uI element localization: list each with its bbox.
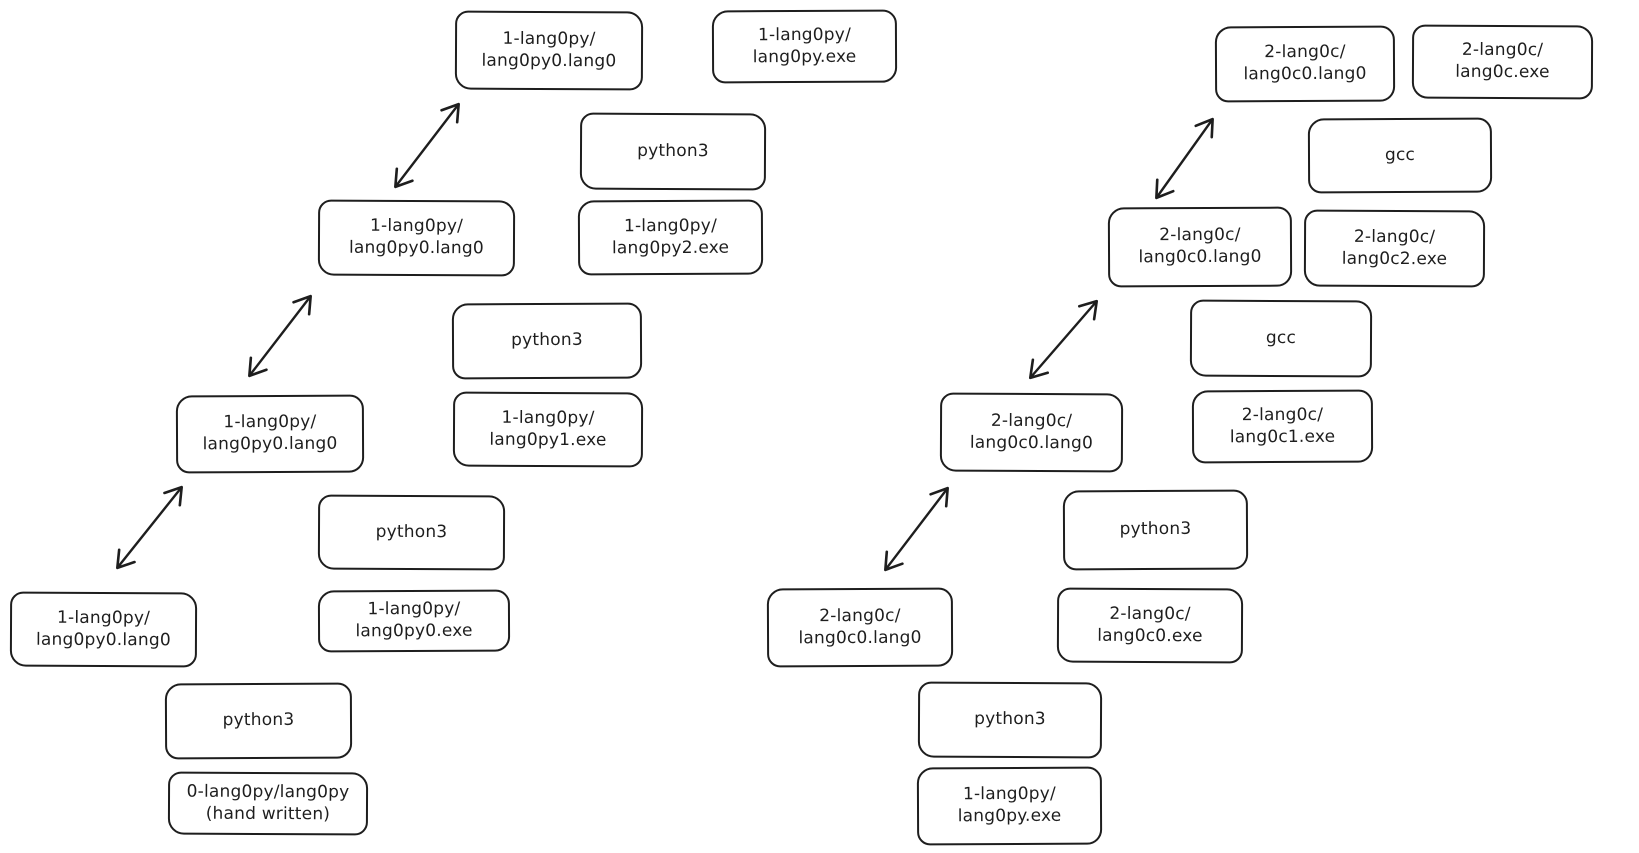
node-lang0c-exe: 2-lang0c/ lang0c.exe [1411,24,1594,100]
node-python3-gen1: python3 [317,494,506,571]
node-lang0c1-exe: 2-lang0c/ lang0c1.exe [1191,389,1374,464]
node-lang0py0-src-gen3: 1-lang0py/ lang0py0.lang0 [454,10,644,91]
node-lang0c0-exe: 2-lang0c/ lang0c0.exe [1056,587,1244,664]
bidirectional-arrow [884,486,949,572]
bidirectional-arrow [248,294,312,378]
node-lang0c0-src-gen3: 2-lang0c/ lang0c0.lang0 [1214,25,1396,103]
node-python3-c-gen0: python3 [917,681,1103,759]
node-gcc-gen2: gcc [1189,299,1373,378]
node-lang0py-handwritten: 0-lang0py/lang0py (hand written) [167,771,369,836]
node-lang0py0-src-gen1: 1-lang0py/ lang0py0.lang0 [175,394,365,474]
bidirectional-arrow [1155,117,1214,200]
node-lang0py0-src-gen0: 1-lang0py/ lang0py0.lang0 [9,591,198,668]
bidirectional-arrow [1028,299,1099,380]
node-lang0c0-src-gen1: 2-lang0c/ lang0c0.lang0 [939,392,1124,473]
node-lang0c2-exe: 2-lang0c/ lang0c2.exe [1303,209,1486,288]
node-python3-gen0: python3 [164,682,353,760]
node-python3-gen3: python3 [579,112,767,191]
node-python3-gen2: python3 [451,302,643,380]
node-lang0py2-exe: 1-lang0py/ lang0py2.exe [577,199,764,276]
node-python3-c-gen1: python3 [1062,489,1249,571]
bidirectional-arrow [394,102,460,189]
node-lang0py-exe-bootstrap: 1-lang0py/ lang0py.exe [916,766,1103,846]
node-lang0py0-src-gen2: 1-lang0py/ lang0py0.lang0 [317,199,516,277]
node-gcc-gen3: gcc [1307,117,1493,194]
bidirectional-arrow [116,485,183,570]
node-lang0py1-exe: 1-lang0py/ lang0py1.exe [452,391,644,468]
node-lang0py0-exe: 1-lang0py/ lang0py0.exe [317,589,511,653]
node-lang0c0-src-gen2: 2-lang0c/ lang0c0.lang0 [1107,206,1293,288]
node-lang0c0-src-gen0: 2-lang0c/ lang0c0.lang0 [766,587,954,668]
node-lang0py-exe: 1-lang0py/ lang0py.exe [711,9,898,84]
